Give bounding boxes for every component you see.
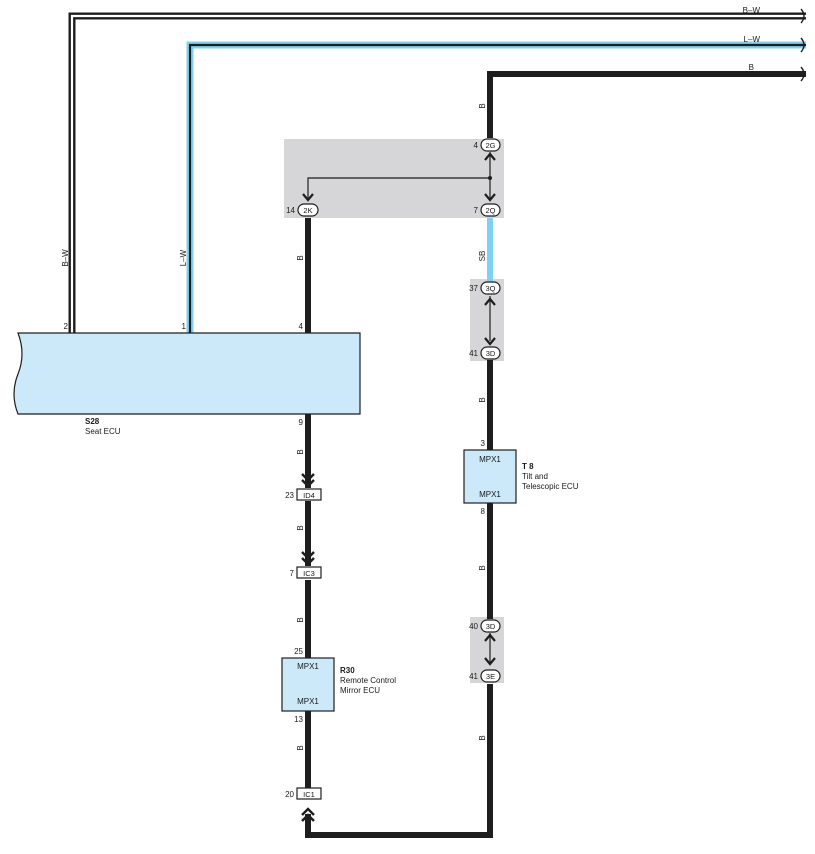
seat-ecu-name: Seat ECU	[85, 427, 121, 436]
connector-ic1: IC1 20	[285, 787, 322, 800]
wire-label-b-3e: B	[478, 735, 487, 740]
wire-label-b-2k: B	[296, 255, 305, 260]
double-chevron-marks	[301, 473, 315, 822]
junction-terminal-3d-upper: 3D 41	[469, 346, 501, 360]
seat-ecu-pin-bw: 2	[64, 322, 69, 331]
mirror-ecu-pin-top: 25	[294, 647, 303, 656]
wire-label-b-top: B	[749, 63, 754, 72]
wire-label-b-3d: B	[478, 397, 487, 402]
seat-ecu-pin-lw: 1	[182, 322, 187, 331]
seat-ecu-id: S28	[85, 417, 100, 426]
seat-ecu-pin-bottom-b: 9	[299, 418, 304, 427]
junction-2q-pin: 7	[474, 206, 479, 215]
junction-terminal-2k: 2K 14	[286, 203, 319, 217]
seat-ecu-box	[13, 332, 361, 415]
wire-label-b-seat-lower: B	[296, 449, 305, 454]
mirror-ecu-name-line1: Remote Control	[340, 676, 396, 685]
wire-label-bw-vertical: B–W	[61, 249, 70, 267]
mirror-ecu-name-line2: Mirror ECU	[340, 686, 380, 695]
mirror-ecu-terminal-bottom: MPX1	[297, 697, 319, 706]
wire-b-3e-ic1	[305, 684, 493, 838]
tilt-ecu-name-line2: Telescopic ECU	[522, 482, 579, 491]
mirror-ecu-pin-bottom: 13	[294, 715, 303, 724]
junction-2q-code: 2Q	[485, 206, 495, 215]
junction-2k-pin: 14	[286, 206, 295, 215]
connector-id4-pin: 23	[285, 491, 294, 500]
junction-3e-pin: 41	[469, 672, 478, 681]
tilt-ecu-terminal-top: MPX1	[479, 455, 501, 464]
junction-internal-lines	[307, 152, 491, 664]
junction-3e-code: 3E	[486, 672, 495, 681]
junction-3d-upper-code: 3D	[486, 349, 496, 358]
wire-label-b-ic3: B	[296, 617, 305, 622]
connector-ic3: IC3 7	[290, 566, 322, 579]
junction-terminal-3d-lower: 3D 40	[469, 619, 501, 633]
mirror-ecu-id: R30	[340, 666, 355, 675]
junction-splice-dot	[488, 176, 492, 180]
tilt-ecu-name-line1: Tilt and	[522, 472, 548, 481]
junction-3d-lower-pin: 40	[469, 622, 478, 631]
tilt-ecu-terminal-bottom: MPX1	[479, 490, 501, 499]
junction-2g-pin: 4	[474, 141, 479, 150]
wire-bw	[68, 12, 806, 333]
connector-id4: ID4 23	[285, 488, 322, 501]
seat-ecu-pin-top-b: 4	[299, 322, 304, 331]
junction-terminal-3q: 3Q 37	[469, 281, 501, 295]
junction-terminal-3e: 3E 41	[469, 669, 501, 683]
junction-3d-upper-pin: 41	[469, 349, 478, 358]
connector-ic3-pin: 7	[290, 569, 295, 578]
wire-lw	[186, 41, 806, 333]
tilt-ecu-pin-bottom: 8	[481, 507, 486, 516]
tilt-ecu-id: T 8	[522, 462, 534, 471]
tilt-ecu-pin-top: 3	[481, 439, 486, 448]
connector-ic3-code: IC3	[303, 569, 315, 578]
wire-b-top	[487, 71, 806, 138]
junction-3q-pin: 37	[469, 284, 478, 293]
tilt-ecu-box	[463, 449, 517, 504]
wire-label-lw-vertical: L–W	[179, 249, 188, 266]
wire-label-b-mirror: B	[296, 745, 305, 750]
connector-id4-code: ID4	[303, 491, 315, 500]
mirror-ecu-box	[281, 657, 335, 712]
wire-break-marks	[800, 8, 805, 82]
junction-2k-code: 2K	[303, 206, 312, 215]
wire-label-lw-top: L–W	[744, 35, 761, 44]
arrow-marks	[302, 152, 496, 666]
junction-terminal-2g: 2G 4	[474, 138, 501, 152]
wire-label-b-tilt-lower: B	[478, 565, 487, 570]
wire-label-b-top-vertical: B	[478, 103, 487, 108]
mirror-ecu-terminal-top: MPX1	[297, 662, 319, 671]
junction-terminal-2q: 2Q 7	[474, 203, 501, 217]
wire-label-bw-top: B–W	[743, 6, 761, 15]
wire-label-sb: SB	[478, 251, 487, 262]
junction-3q-code: 3Q	[485, 284, 495, 293]
junction-3d-lower-code: 3D	[486, 622, 496, 631]
connector-ic1-code: IC1	[303, 790, 315, 799]
wire-label-b-id4: B	[296, 525, 305, 530]
connector-ic1-pin: 20	[285, 790, 294, 799]
junction-2g-code: 2G	[485, 141, 495, 150]
